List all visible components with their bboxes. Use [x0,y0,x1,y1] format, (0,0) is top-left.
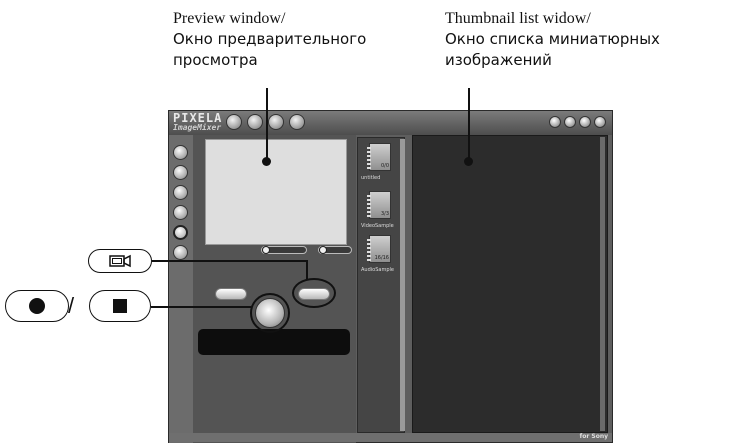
close-icon[interactable] [594,116,606,128]
album-videosample[interactable]: 3/3 [367,191,391,219]
print-mode-icon[interactable] [289,114,305,130]
imagemixer-window: PIXELA ImageMixer 0/0 untitled [168,110,613,443]
album-name: untitled [361,175,381,181]
record-icon [29,298,45,314]
help-icon[interactable] [564,116,576,128]
brightness-slider[interactable] [261,246,307,254]
title-bar: PIXELA ImageMixer [169,111,612,135]
edit-mode-icon[interactable] [247,114,263,130]
tool-target-icon[interactable] [173,185,188,200]
capture-mode-icon[interactable] [226,114,242,130]
camera-leader-drop [306,260,308,280]
thumbnail-leader-dot [464,157,473,166]
album-list [357,137,405,433]
tool-sidebar [169,135,194,443]
preview-callout-english: Preview window/ [173,10,286,27]
album-untitled[interactable]: 0/0 [367,143,391,171]
thumbnail-leader-line [468,88,470,160]
album-count: 16/16 [374,255,389,261]
thumbnail-callout-russian-1: Окно списка миниатюрных [445,30,660,48]
camera-button-highlight [292,278,336,308]
stop-icon [113,299,127,313]
disc-mode-icon[interactable] [268,114,284,130]
preview-callout-russian-2: просмотра [173,51,258,69]
video-camera-icon [109,254,131,268]
slider-knob[interactable] [262,246,270,254]
preview-leader-line [266,88,268,160]
thumbnail-list-window [412,135,608,433]
record-button-highlight [250,293,290,333]
thumbnail-callout-russian-2: изображений [445,51,552,69]
album-count: 3/3 [380,211,389,217]
tool-trash-icon[interactable] [173,245,188,260]
tool-capture-icon[interactable] [173,225,188,240]
tool-lock-icon[interactable] [173,165,188,180]
preview-window-callout: Preview window/ Окно предварительного пр… [173,8,366,71]
album-name: AudioSample [361,267,394,273]
record-leader-line [151,306,251,308]
settings-icon[interactable] [579,116,591,128]
album-count: 0/0 [380,163,389,169]
status-bar: for Sony [169,433,612,442]
volume-slider[interactable] [318,246,352,254]
sony-brand: for Sony [579,433,608,440]
status-display [198,329,350,355]
snapshot-button[interactable] [215,288,247,300]
camera-leader-line [152,260,307,262]
camera-mode-callout [88,249,152,273]
album-audiosample[interactable]: 16/16 [367,235,391,263]
volume-knob[interactable] [319,246,327,254]
preview-window [205,139,347,245]
thumbnail-list-callout: Thumbnail list widow/ Окно списка миниат… [445,8,660,71]
slash-separator: / [68,293,75,318]
minimize-icon[interactable] [549,116,561,128]
logo-pixela: PIXELA [173,111,223,125]
logo-imagemixer: ImageMixer [173,123,222,132]
album-name: VideoSample [361,223,394,229]
preview-leader-dot [262,157,271,166]
stop-callout [89,290,151,322]
thumbnail-callout-english: Thumbnail list widow/ [445,10,591,27]
tool-import-icon[interactable] [173,145,188,160]
record-callout [5,290,69,322]
pixela-logo: PIXELA ImageMixer [173,111,223,133]
thumbnail-scrollbar[interactable] [600,137,605,431]
album-scrollbar[interactable] [400,139,405,431]
preview-callout-russian-1: Окно предварительного [173,30,367,48]
tool-wrench-icon[interactable] [173,205,188,220]
